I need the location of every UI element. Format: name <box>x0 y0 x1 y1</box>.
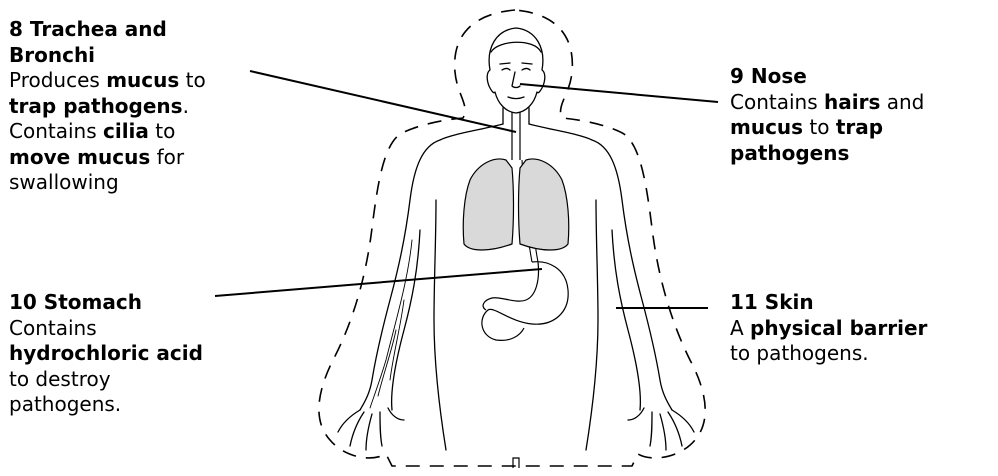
nose-leader-line <box>520 84 718 102</box>
stomach-leader-line <box>215 269 542 296</box>
label-title: 8 Trachea and <box>9 17 206 43</box>
label-line: pathogens. <box>9 392 203 418</box>
label-trachea-bronchi: 8 Trachea and Bronchi Produces mucus to … <box>9 17 206 196</box>
label-stomach: 10 Stomach Contains hydrochloric acid to… <box>9 290 203 418</box>
label-line: mucus to trap <box>730 115 924 141</box>
label-line: A physical barrier <box>730 316 927 342</box>
label-line: hydrochloric acid <box>9 341 203 367</box>
label-line: swallowing <box>9 170 206 196</box>
label-line: Contains <box>9 316 203 342</box>
label-line: pathogens <box>730 141 924 167</box>
label-line: Contains cilia to <box>9 119 206 145</box>
body-outline <box>338 28 694 450</box>
label-line: to pathogens. <box>730 341 927 367</box>
label-nose: 9 Nose Contains hairs and mucus to trap … <box>730 64 924 166</box>
label-title: 9 Nose <box>730 64 924 90</box>
label-skin: 11 Skin A physical barrier to pathogens. <box>730 290 927 367</box>
label-line: to destroy <box>9 367 203 393</box>
label-title: 11 Skin <box>730 290 927 316</box>
trachea-leader-line <box>250 71 516 132</box>
left-lung <box>463 159 513 250</box>
label-line: move mucus for <box>9 145 206 171</box>
trachea <box>512 112 520 160</box>
label-line: trap pathogens. <box>9 94 206 120</box>
label-title: Bronchi <box>9 43 206 69</box>
label-line: Contains hairs and <box>730 90 924 116</box>
label-line: Produces mucus to <box>9 68 206 94</box>
right-lung <box>519 159 569 250</box>
label-title: 10 Stomach <box>9 290 203 316</box>
